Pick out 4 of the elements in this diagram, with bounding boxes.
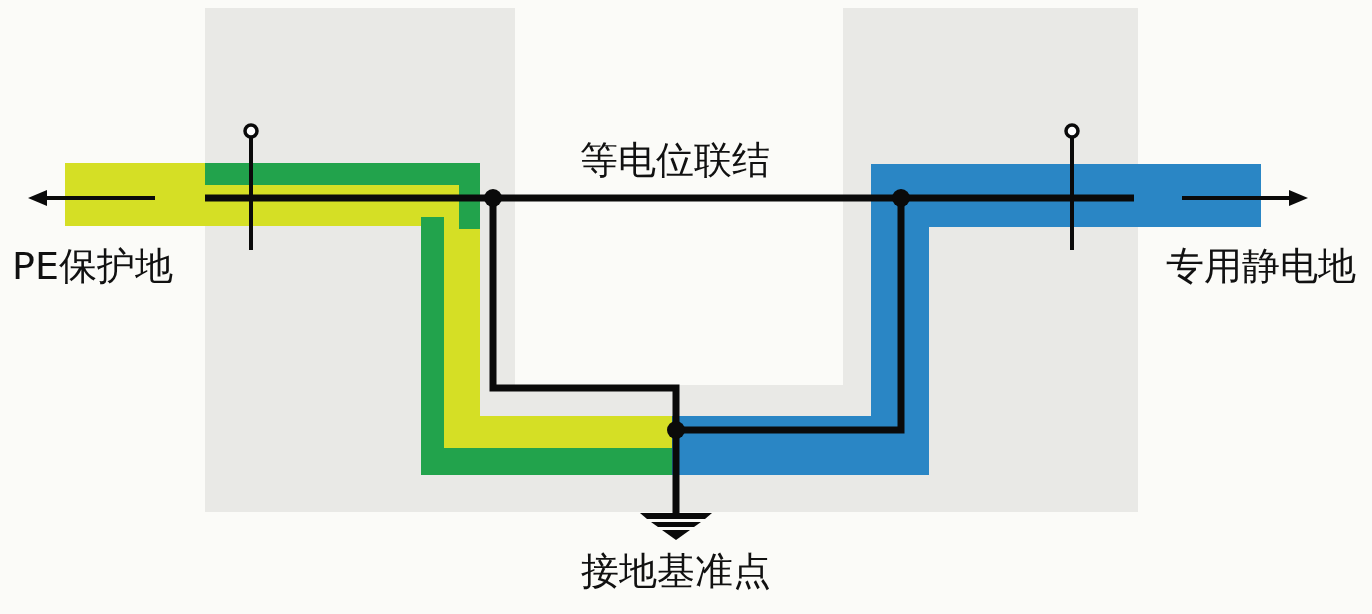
- bonding-label: 等电位联结: [580, 141, 770, 179]
- reference-point-label: 接地基准点: [581, 552, 771, 590]
- ground-label: 专用静电地: [1166, 247, 1356, 285]
- ground-label: PE保护地: [12, 247, 173, 285]
